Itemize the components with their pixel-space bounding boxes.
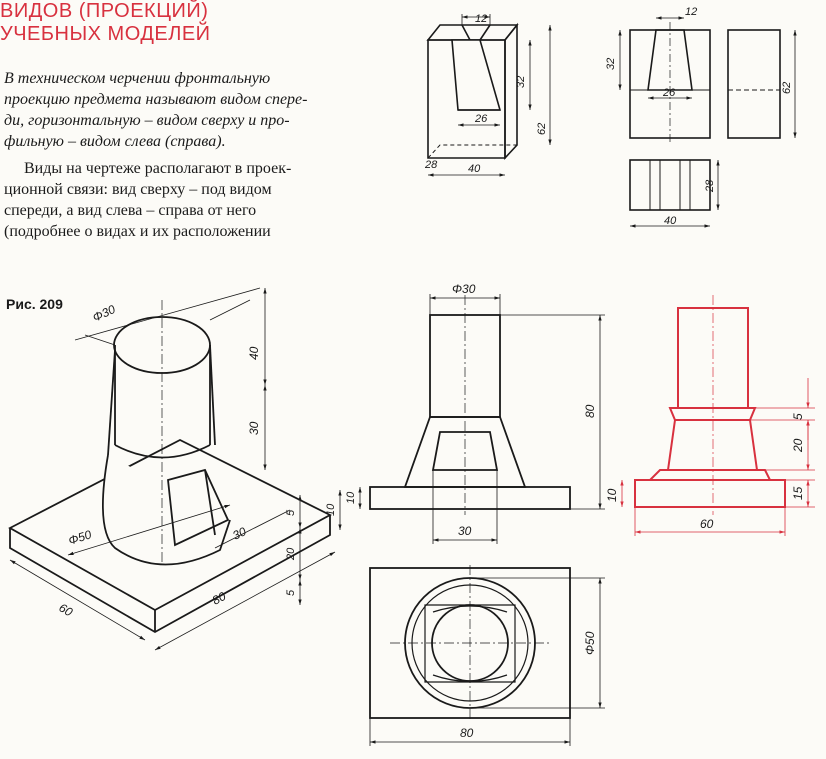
dim-label: 5 [285, 509, 297, 516]
dim-label: 10 [325, 503, 337, 516]
dim-label: Φ50 [67, 527, 94, 548]
isometric-model [8, 300, 332, 634]
dim-label: 20 [791, 438, 805, 453]
dim-label: 80 [210, 589, 229, 608]
front-view [369, 295, 571, 515]
dim-label: 5 [285, 589, 297, 596]
dim-label: 32 [515, 76, 527, 88]
figure-label: Рис. 209 [6, 296, 63, 312]
slotted-block-side-view [727, 29, 781, 139]
text-line: проекцию предмета называют видом спере- [4, 91, 308, 108]
dim-label: 30 [247, 421, 261, 435]
slotted-block-front-view [629, 22, 711, 145]
dim-label: Φ30 [90, 302, 117, 325]
dim-label: 15 [791, 486, 805, 500]
dim-label: 10 [605, 488, 619, 502]
dim-label: 28 [704, 179, 716, 193]
section-heading: ВИДОВ (ПРОЕКЦИЙ) УЧЕБНЫХ МОДЕЛЕЙ [0, 0, 270, 46]
text-line: Виды на чертеже располагают в проек- [24, 160, 292, 177]
slotted-block-isometric [426, 22, 519, 161]
dim-label: 5 [791, 413, 805, 420]
side-view-dims [620, 378, 815, 536]
dim-label: 20 [285, 547, 297, 561]
dim-label: 10 [345, 491, 357, 504]
dim-label: 60 [57, 600, 76, 619]
dim-label: 30 [230, 524, 248, 542]
text-line: ционной связи: вид сверху – под видом [4, 181, 272, 198]
dim-label: 60 [700, 517, 714, 531]
dim-label: 12 [475, 13, 487, 25]
dim-label: Φ50 [583, 631, 597, 655]
text-line: спереди, а вид слева – справа от него [4, 202, 257, 219]
top-views-dims [618, 16, 797, 228]
text-line: В техническом черчении фронтальную [4, 70, 271, 87]
slotted-block-dims [428, 14, 552, 177]
slotted-block-plan-view [629, 159, 711, 211]
dim-label: 32 [605, 58, 617, 70]
plan-view [369, 565, 571, 722]
heading-line-1: ВИДОВ (ПРОЕКЦИЙ) [0, 0, 209, 22]
text-line: фильную – видом слева (справа). [4, 133, 226, 150]
front-view-dims [358, 294, 605, 544]
dim-label: 62 [781, 82, 793, 94]
dim-label: 80 [460, 726, 474, 740]
dim-label: 28 [424, 159, 438, 171]
dim-label: 80 [583, 404, 597, 418]
side-view-red [634, 295, 786, 515]
heading-line-2: УЧЕБНЫХ МОДЕЛЕЙ [0, 23, 211, 45]
plan-view-dims [369, 577, 605, 746]
text-line: ди, горизонтальную – видом сверху и про- [4, 112, 290, 129]
paragraph-italic: В техническом черчении фронтальную проек… [4, 68, 392, 152]
dim-label: 40 [468, 163, 481, 175]
paragraph-normal: Виды на чертеже располагают в проек- цио… [4, 158, 392, 242]
dim-label: 40 [664, 215, 677, 227]
text-line: (подробнее о видах и их расположении [4, 223, 271, 240]
dim-label: 26 [474, 113, 488, 125]
isometric-dims [9, 287, 342, 651]
dim-label: 62 [536, 123, 548, 135]
dim-label: 40 [247, 346, 261, 360]
dim-label: Φ30 [452, 282, 476, 296]
dim-label: 30 [458, 524, 472, 538]
dim-label: 12 [685, 6, 697, 18]
dim-label: 26 [662, 87, 676, 99]
